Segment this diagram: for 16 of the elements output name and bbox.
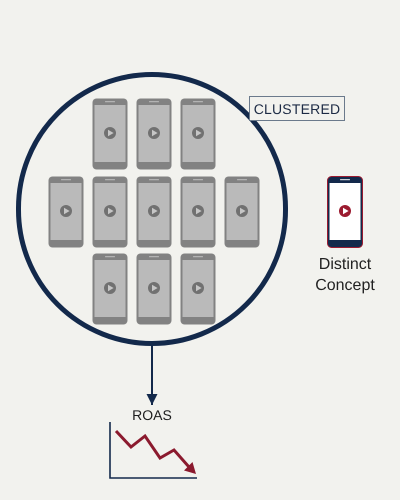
smartphone-icon (180, 98, 216, 170)
smartphone-icon (224, 176, 260, 248)
smartphone-icon (136, 253, 172, 325)
metric-label: ROAS (132, 405, 172, 425)
cluster-tag: CLUSTERED (249, 96, 345, 121)
smartphone-icon (92, 176, 128, 248)
smartphone-icon (92, 98, 128, 170)
phone-caption: Distinct Concept (314, 255, 376, 296)
smartphone-icon (136, 176, 172, 248)
smartphone-icon (180, 253, 216, 325)
arrow (146, 346, 158, 405)
smartphone-icon (48, 176, 84, 248)
smartphone-icon (136, 98, 172, 170)
smartphone-icon (92, 253, 128, 325)
smartphone-icon (180, 176, 216, 248)
smartphone-icon (327, 176, 363, 248)
